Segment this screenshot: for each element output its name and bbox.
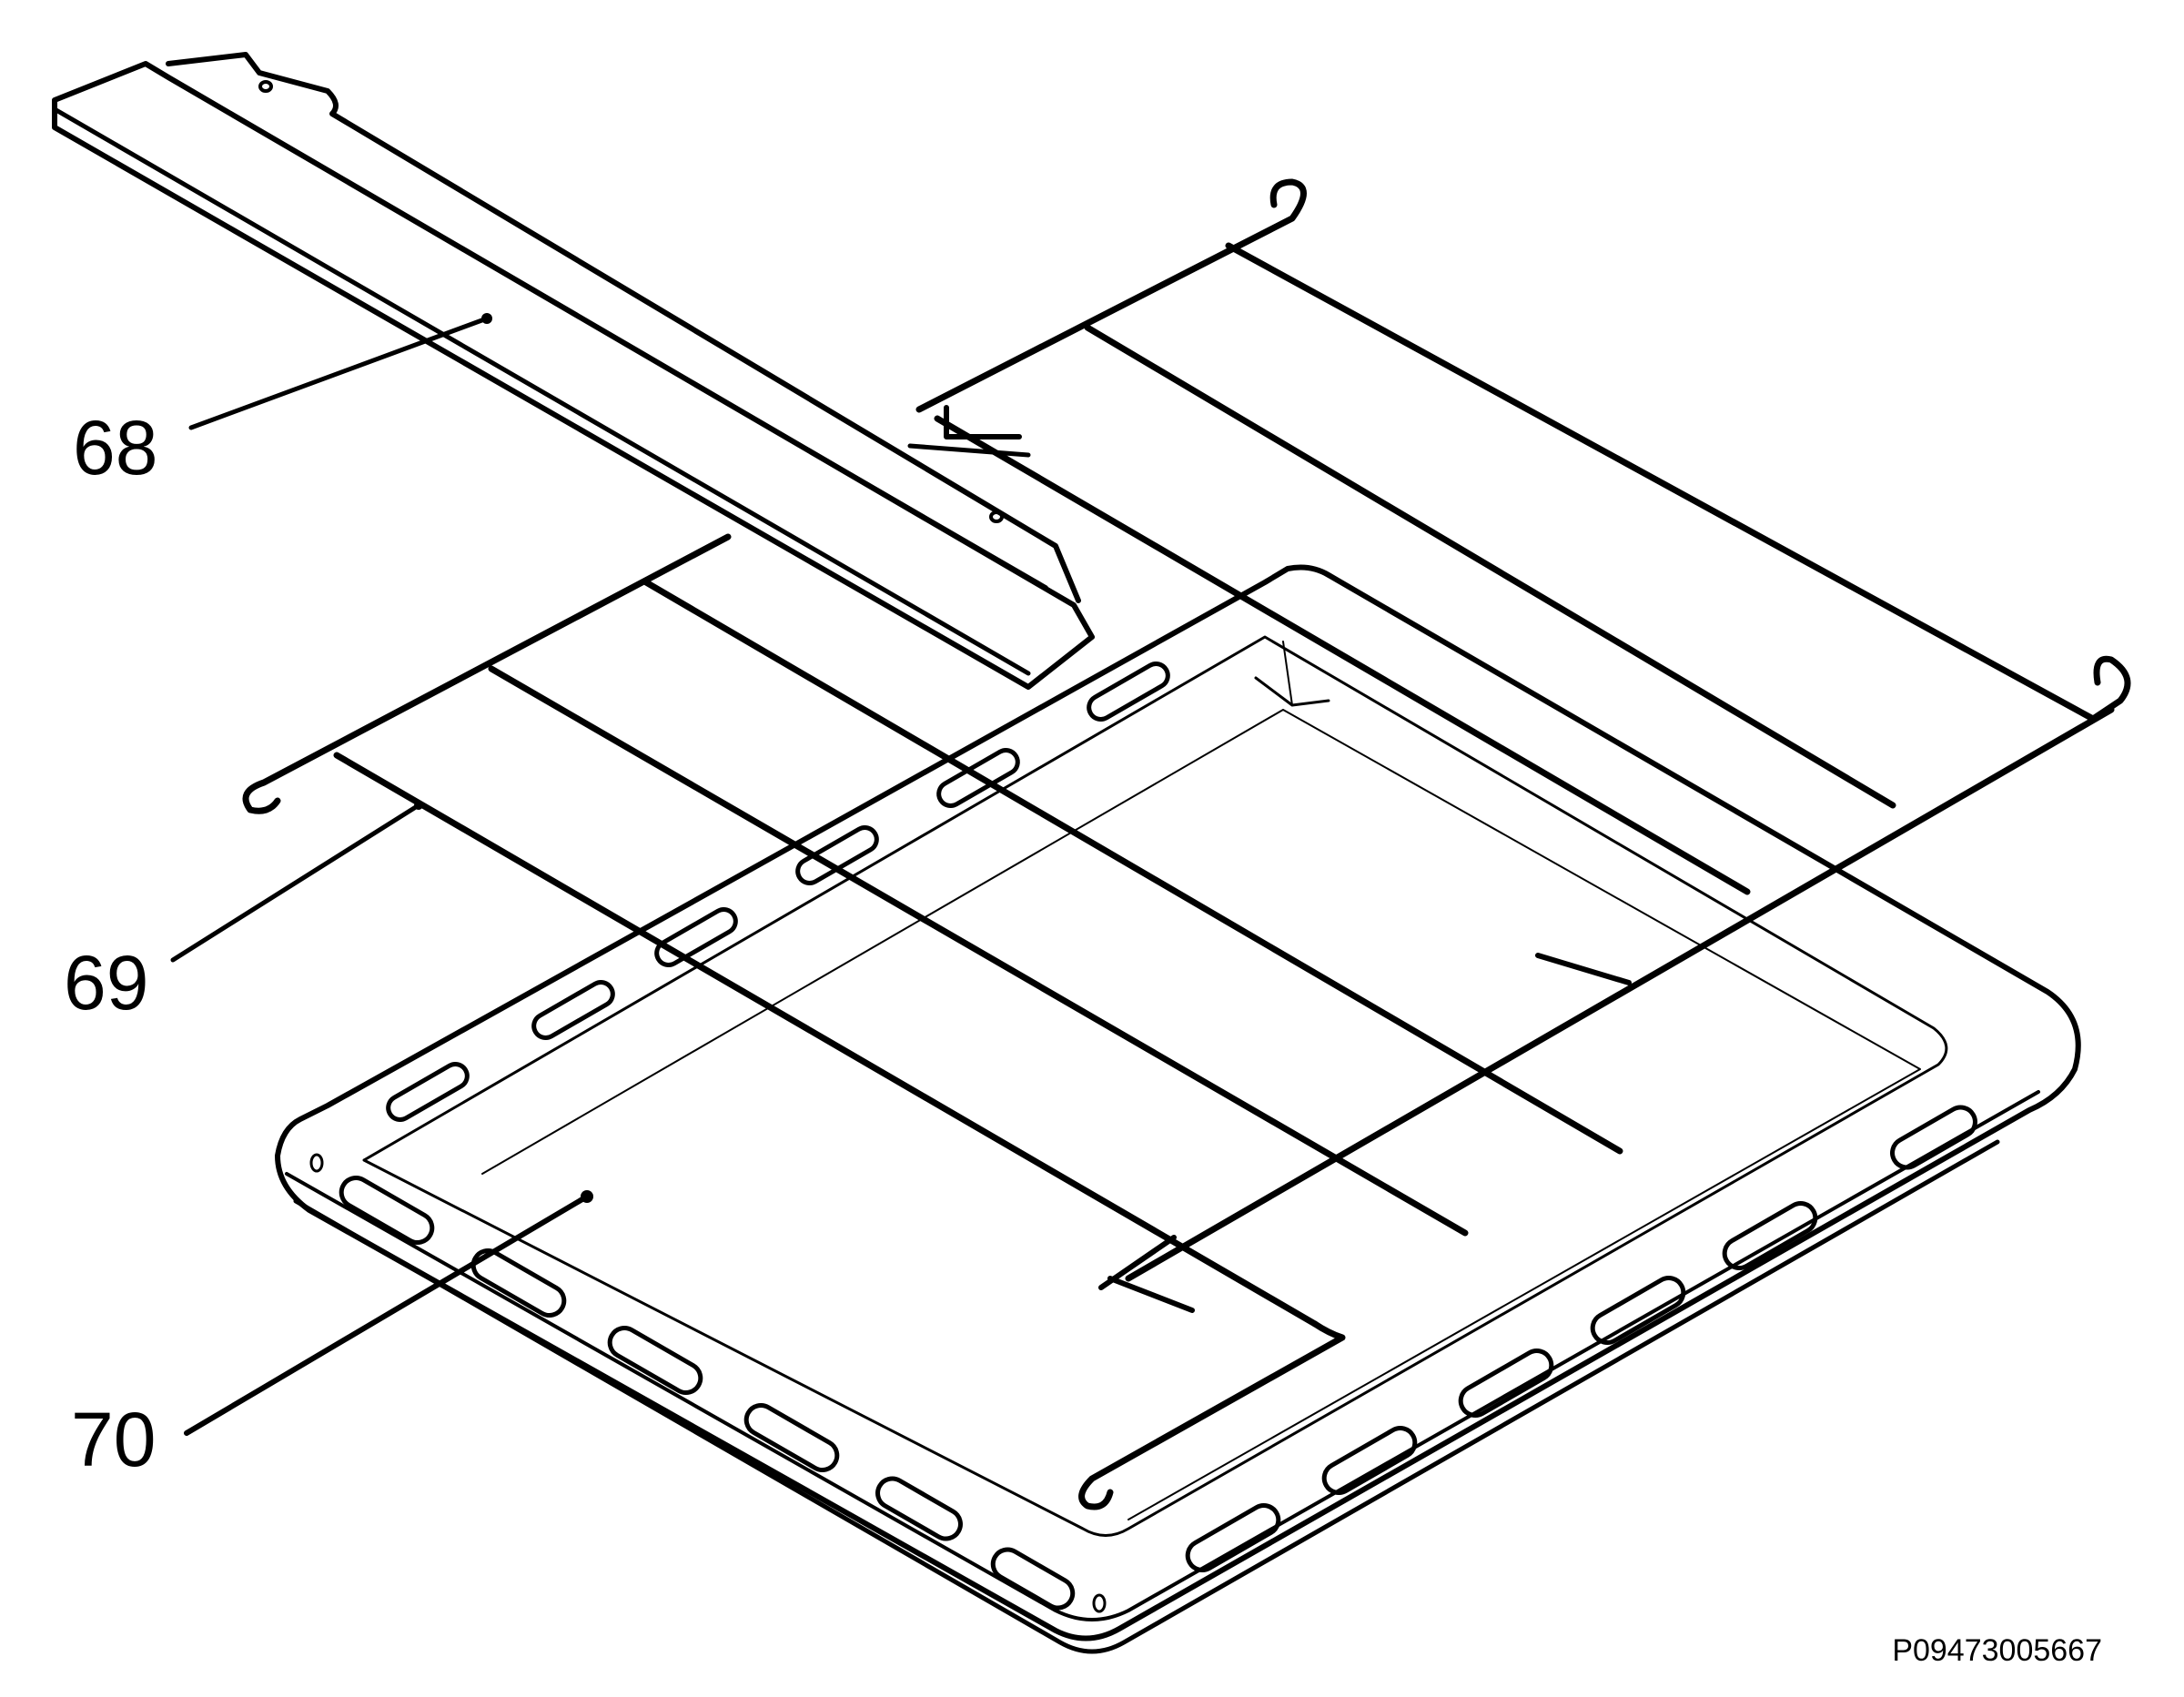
- tray-slots-back: [386, 662, 1170, 1122]
- callout-68: 68: [73, 405, 158, 490]
- tray-slots-right: [1185, 1105, 1977, 1572]
- baking-tray: [275, 564, 2081, 1654]
- wire-shelf-runners: [242, 178, 2131, 1510]
- reference-code: P09473005667: [1892, 1633, 2102, 1668]
- side-rail: [52, 52, 1095, 690]
- tray-slots-left: [339, 1176, 1076, 1611]
- leader-lines: [170, 313, 593, 1436]
- callout-70: 70: [71, 1397, 157, 1482]
- callout-69: 69: [64, 940, 149, 1025]
